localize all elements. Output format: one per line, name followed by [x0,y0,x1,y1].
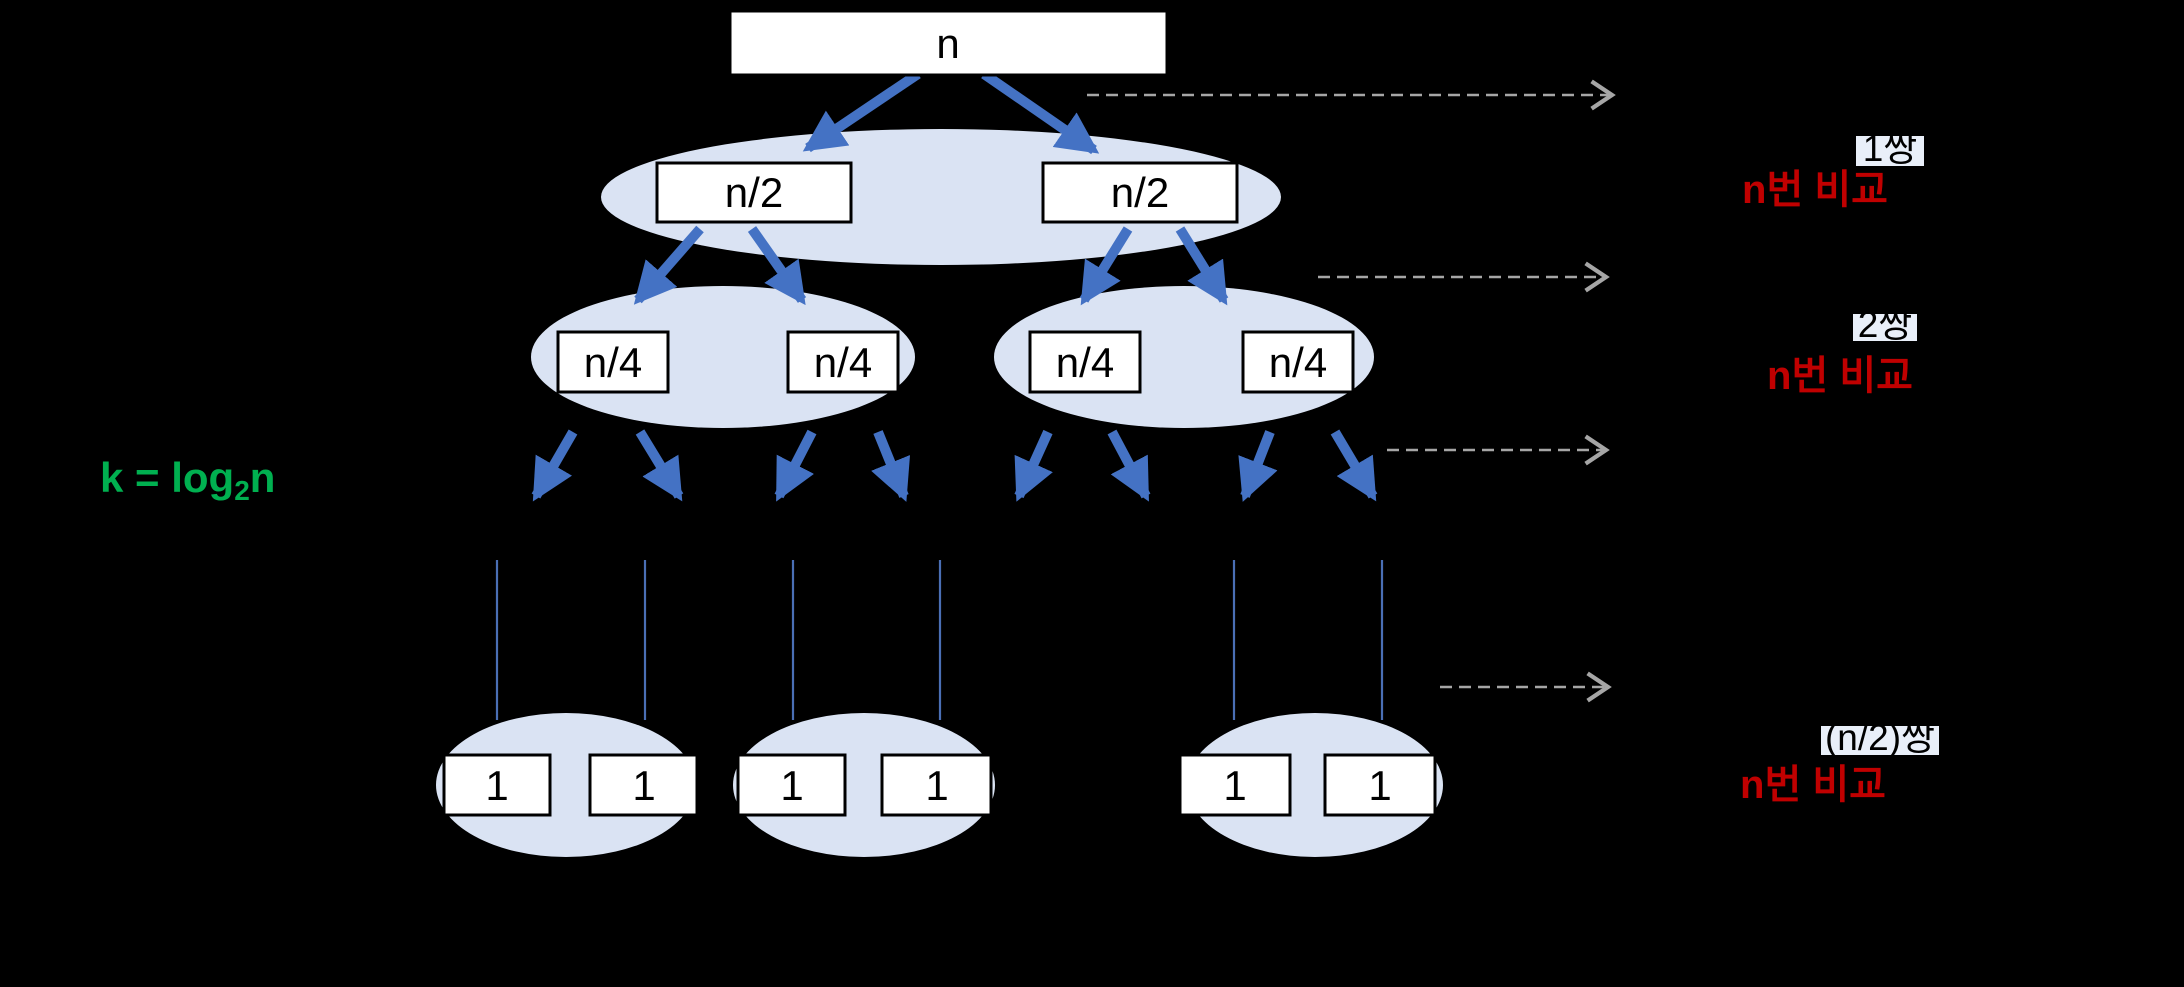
node-box-n4-1 [556,330,670,394]
split-arrow-l3-4 [871,430,911,502]
pair-count-label-1: 1쌍 [1863,128,1918,169]
depth-formula-subscript: 2 [234,475,250,506]
node-box-root [728,9,1169,77]
node-box-n2-right [1041,161,1239,224]
node-label-n4-2: n/4 [814,339,872,386]
comparison-count-label-3: n번 비교 [1740,763,1886,807]
node-box-n4-2 [786,330,900,394]
node-label-leaf-2: 1 [632,762,655,809]
split-arrow-root-left [802,69,921,153]
comparison-count-label-2: n번 비교 [1767,354,1913,398]
node-box-leaf-2 [588,753,699,817]
node-label-n2-left: n/2 [725,169,783,216]
pair-count-label-3: (n/2)쌍 [1825,717,1935,758]
node-label-leaf-6: 1 [1368,762,1391,809]
pair-count-label-2: 2쌍 [1858,304,1913,345]
node-box-leaf-3 [736,753,847,817]
split-arrow-root-right [981,69,1100,155]
group-ellipse-leaf-2 [733,713,995,857]
split-arrow-l2b-right [1175,226,1229,306]
node-label-n4-3: n/4 [1056,339,1114,386]
depth-formula: k = log2n [100,454,275,506]
node-box-leaf-5 [1178,753,1292,817]
node-box-n2-left [655,161,853,224]
node-label-leaf-1: 1 [485,762,508,809]
node-label-leaf-3: 1 [780,762,803,809]
pair-count-highlight-2 [1853,314,1917,341]
split-arrow-l2a-left [633,225,704,305]
node-label-leaf-4: 1 [925,762,948,809]
pair-count-highlight-1 [1856,136,1924,166]
pair-count-highlight-3 [1821,726,1939,755]
depth-formula-suffix: n [250,454,276,501]
node-box-leaf-6 [1323,753,1437,817]
node-box-n4-4 [1241,330,1355,394]
split-arrow-l3-6 [1107,429,1151,502]
group-ellipse-leaf-3 [1187,713,1443,857]
node-label-n4-1: n/4 [584,339,642,386]
split-arrow-l2a-right [747,226,807,306]
comparison-count-label-1: n번 비교 [1742,168,1888,212]
depth-formula-prefix: k = log [100,454,234,501]
split-arrow-l3-8 [1330,429,1378,502]
split-arrow-l3-1 [531,429,578,502]
split-arrow-l3-5 [1014,429,1053,502]
node-box-n4-3 [1028,330,1142,394]
node-label-n2-right: n/2 [1111,169,1169,216]
group-ellipse-leaf-1 [436,713,696,857]
node-box-leaf-1 [442,753,552,817]
split-arrow-l3-3 [774,429,817,502]
split-arrow-l3-7 [1238,430,1278,502]
split-arrow-l3-2 [635,429,684,502]
node-label-root: n [936,20,959,67]
split-arrow-l2b-left [1079,226,1133,306]
node-label-leaf-5: 1 [1223,762,1246,809]
node-box-leaf-4 [880,753,993,817]
node-label-n4-4: n/4 [1269,339,1327,386]
